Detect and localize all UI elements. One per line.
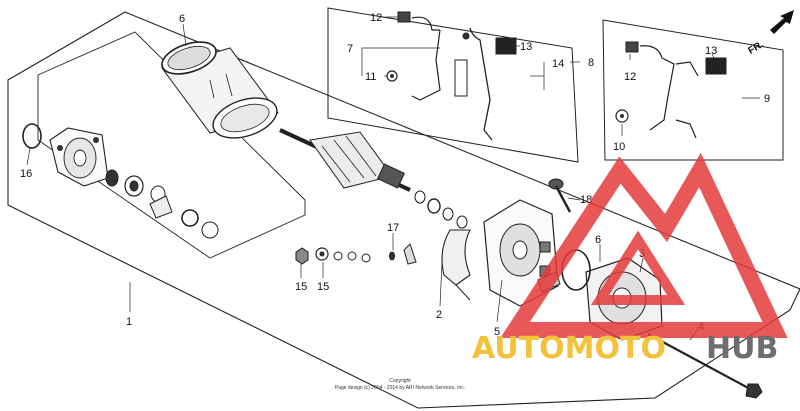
- yoke-housing: [161, 41, 279, 139]
- part-17-label: 17: [387, 222, 399, 234]
- logo-triangle-icon: [500, 152, 788, 338]
- wiring-box-b: [602, 19, 784, 161]
- watermark-text-hub: HUB: [706, 331, 778, 366]
- wiring-harness-b: [615, 41, 727, 139]
- part-12b-label: 12: [624, 71, 636, 83]
- part-8-label: 8: [588, 57, 594, 69]
- o-ring: [22, 123, 42, 149]
- watermark-logo: AUTOMOTO HUB: [472, 152, 788, 366]
- part-numbers: 6 16 1 2 5 6 3 4 18 17 15 15 12 7 11 13 …: [20, 12, 770, 338]
- leader-lines: [26, 16, 760, 341]
- part-16-label: 16: [20, 168, 32, 180]
- arrow-icon: [770, 10, 794, 34]
- wiring-harness-a: [386, 11, 517, 141]
- part-7-label: 7: [347, 43, 353, 55]
- part-10-label: 10: [613, 141, 625, 153]
- watermark-text-automoto: AUTOMOTO: [472, 331, 666, 366]
- front-direction-indicator: FR.: [746, 10, 794, 57]
- rear-cover: [49, 127, 109, 187]
- part-14-label: 14: [552, 58, 564, 70]
- part-2-label: 2: [436, 309, 442, 321]
- part-6-front-label: 6: [595, 234, 601, 246]
- logo-inner-triangle-icon: [590, 230, 686, 305]
- part-13-label: 13: [520, 41, 532, 53]
- part-6-label: 6: [179, 13, 185, 25]
- front-washers: [414, 190, 468, 229]
- brush-holder-plate: [441, 229, 471, 301]
- part-15b-label: 15: [317, 281, 329, 293]
- shaft-subframe: [37, 31, 306, 259]
- part-13b-label: 13: [705, 45, 717, 57]
- through-bolt: [647, 333, 763, 399]
- armature: [279, 128, 411, 192]
- nuts-row: [295, 243, 417, 265]
- mounting-bolt: [548, 178, 572, 213]
- part-1-label: 1: [126, 316, 132, 328]
- part-12-label: 12: [370, 12, 382, 24]
- copyright-line-1: Copyright: [389, 378, 411, 384]
- part-5-label: 5: [494, 326, 500, 338]
- copyright-line-2: Page design (c) 2004 - 2014 by ARI Netwo…: [335, 385, 465, 391]
- shaft-washers: [105, 169, 219, 239]
- wiring-box-a: [327, 7, 579, 163]
- fr-label: FR.: [746, 39, 766, 57]
- part-15-label: 15: [295, 281, 307, 293]
- part-11-label: 11: [365, 71, 376, 83]
- part-9-label: 9: [764, 93, 770, 105]
